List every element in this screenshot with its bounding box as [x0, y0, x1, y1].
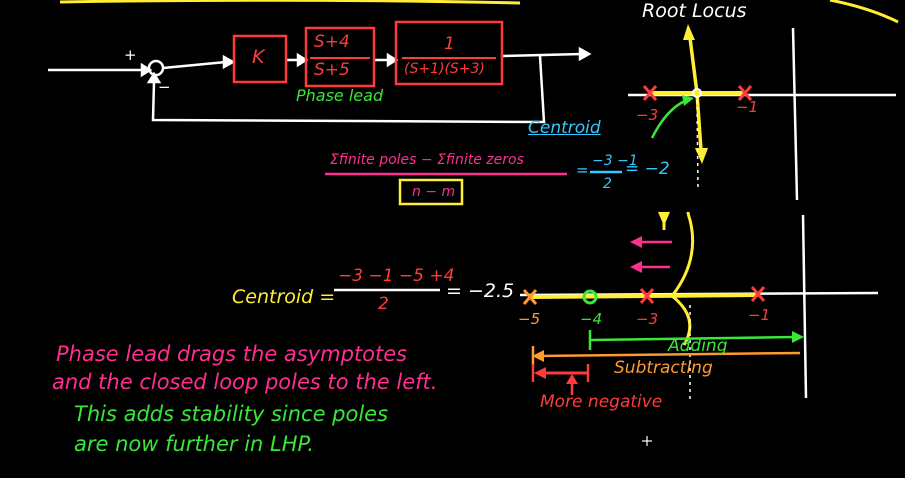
- top-upper-branch: [688, 37, 699, 94]
- bottom-real-locus: [529, 293, 759, 299]
- centroid-marker: [692, 88, 702, 98]
- formula-result: = −2: [625, 159, 670, 179]
- more-negative-label: More negative: [540, 392, 663, 412]
- top-imag-axis: [791, 27, 799, 201]
- plant-denominator: (S+1)(S+3): [404, 61, 485, 77]
- lead-numerator: S+4: [314, 32, 350, 52]
- bottom-imag-axis: [801, 214, 808, 399]
- top-yellow-stroke-right: [829, 0, 899, 24]
- minus-sign: −: [158, 78, 171, 96]
- gain-label: K: [252, 46, 265, 68]
- plus-sign: +: [124, 46, 137, 64]
- pole-marker: [750, 286, 766, 302]
- centroid2-result: = −2.5: [446, 280, 515, 302]
- feedback-path: [151, 55, 546, 124]
- plant-numerator: 1: [444, 34, 455, 54]
- pole-marker: [639, 288, 655, 304]
- zero-marker: [582, 289, 598, 305]
- block-diagram: [48, 46, 592, 124]
- adding-label: Adding: [668, 336, 728, 356]
- plant-block: [394, 20, 504, 86]
- phase-lead-label: Phase lead: [296, 86, 384, 105]
- subtracting-label: Subtracting: [614, 358, 713, 378]
- summing-junction: [147, 59, 165, 77]
- root-locus-title: Root Locus: [642, 0, 747, 22]
- centroid2-numerator: −3 −1 −5 +4: [338, 266, 455, 286]
- bottom-branch-lower: [671, 294, 692, 346]
- top-yellow-stroke-left: [59, 0, 521, 5]
- centroid-label: Centroid: [528, 118, 601, 138]
- note-line-3: This adds stability since poles: [74, 402, 389, 426]
- top-asymptote: [696, 99, 699, 191]
- top-pole-label-neg3: −3: [636, 106, 659, 124]
- n-minus-m-box: [398, 178, 464, 206]
- crosshair-cursor-icon: [642, 436, 652, 446]
- lead-block: [304, 26, 376, 88]
- bottom-root-locus: [519, 211, 879, 400]
- pole-marker: [642, 85, 658, 101]
- pole-marker: [737, 85, 753, 101]
- centroid2-denominator: 2: [378, 294, 389, 314]
- formula-numerator: Σfinite poles − Σfinite zeros: [330, 152, 524, 168]
- bottom-branch-upper: [670, 211, 695, 297]
- formula-equals: =: [576, 161, 589, 179]
- note-line-2: and the closed loop poles to the left.: [52, 370, 438, 394]
- bottom-tick-neg1: −1: [748, 306, 771, 324]
- formula-value-denominator: 2: [603, 176, 612, 192]
- subtracting-arrow: [537, 351, 801, 358]
- centroid2-label: Centroid =: [232, 286, 336, 308]
- adding-arrow: [589, 335, 796, 342]
- note-line-1: Phase lead drags the asymptotes: [56, 342, 408, 366]
- pole-marker: [522, 289, 538, 305]
- top-root-locus: [628, 24, 896, 201]
- bottom-tick-neg3: −3: [636, 310, 659, 328]
- bottom-tick-neg5: −5: [518, 310, 541, 328]
- formula-denominator: n − m: [412, 184, 456, 200]
- gain-block: [232, 34, 288, 84]
- note-line-4: are now further in LHP.: [74, 432, 314, 456]
- top-pole-label-neg1: −1: [736, 98, 759, 116]
- formula-value-numerator: −3 −1: [592, 153, 638, 169]
- lead-denominator: S+5: [314, 60, 350, 80]
- bottom-tick-neg4: −4: [580, 310, 603, 328]
